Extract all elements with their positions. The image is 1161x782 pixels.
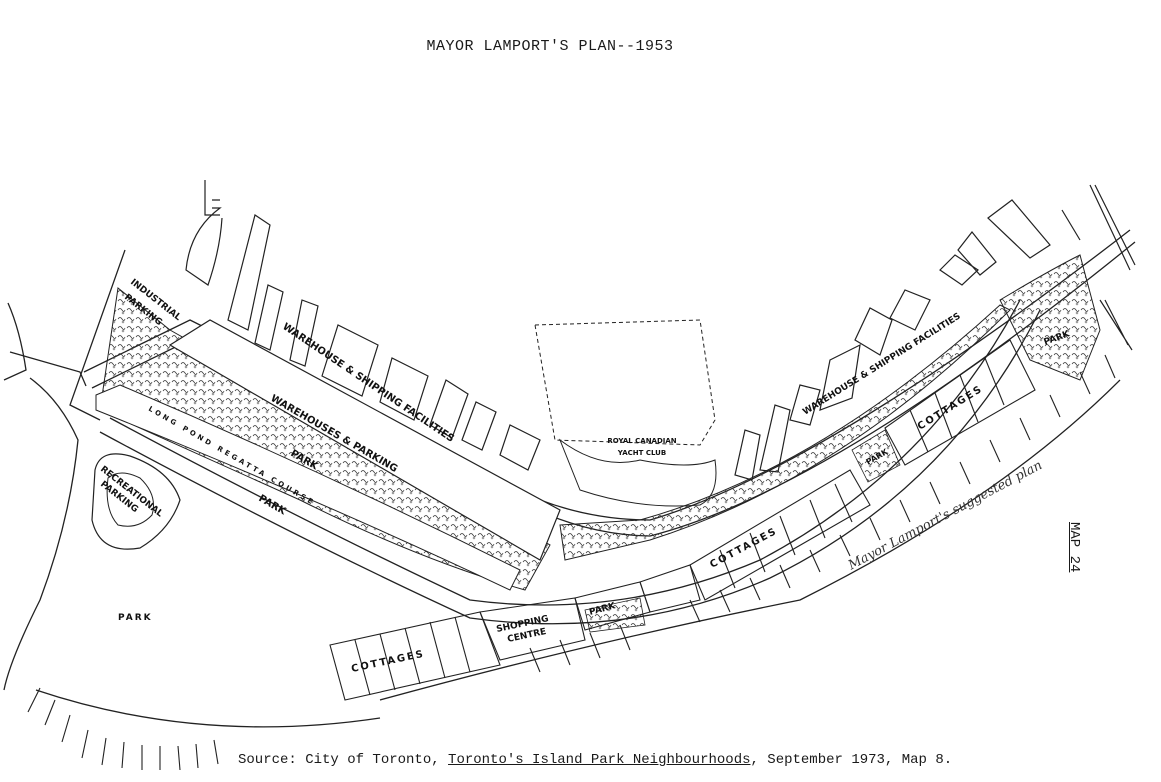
source-suffix: , September 1973, Map 8. — [750, 752, 953, 768]
shoreline-outline — [3, 229, 1136, 728]
label-cottages-west: COTTAGES — [350, 649, 426, 675]
warehouses-parking-block — [168, 319, 561, 561]
piers-east — [734, 184, 1136, 481]
label-park-lower: PARK — [257, 493, 289, 518]
map-labels: INDUSTRIAL PARKING WAREHOUSE & SHIPPING … — [98, 277, 1072, 674]
cottage-lots — [329, 339, 1036, 701]
source-citation: Source: City of Toronto, Toronto's Islan… — [238, 752, 952, 768]
source-prefix: Source: City of Toronto, — [238, 752, 449, 768]
long-pond — [95, 384, 521, 591]
label-yacht-club-2: YACHT CLUB — [617, 449, 666, 457]
source-publication: Toronto's Island Park Neighbourhoods — [448, 752, 751, 768]
map-title: MAYOR LAMPORT'S PLAN--1953 — [426, 38, 674, 55]
label-yacht-club-1: ROYAL CANADIAN — [607, 437, 676, 445]
recreational-parking-loop — [91, 453, 181, 550]
shore-ticks — [27, 354, 1116, 771]
piers-west — [185, 180, 541, 471]
yacht-club-boundary — [534, 319, 716, 446]
label-park-west: PARK — [118, 613, 153, 623]
map-number: MAP 24 — [1066, 522, 1082, 573]
